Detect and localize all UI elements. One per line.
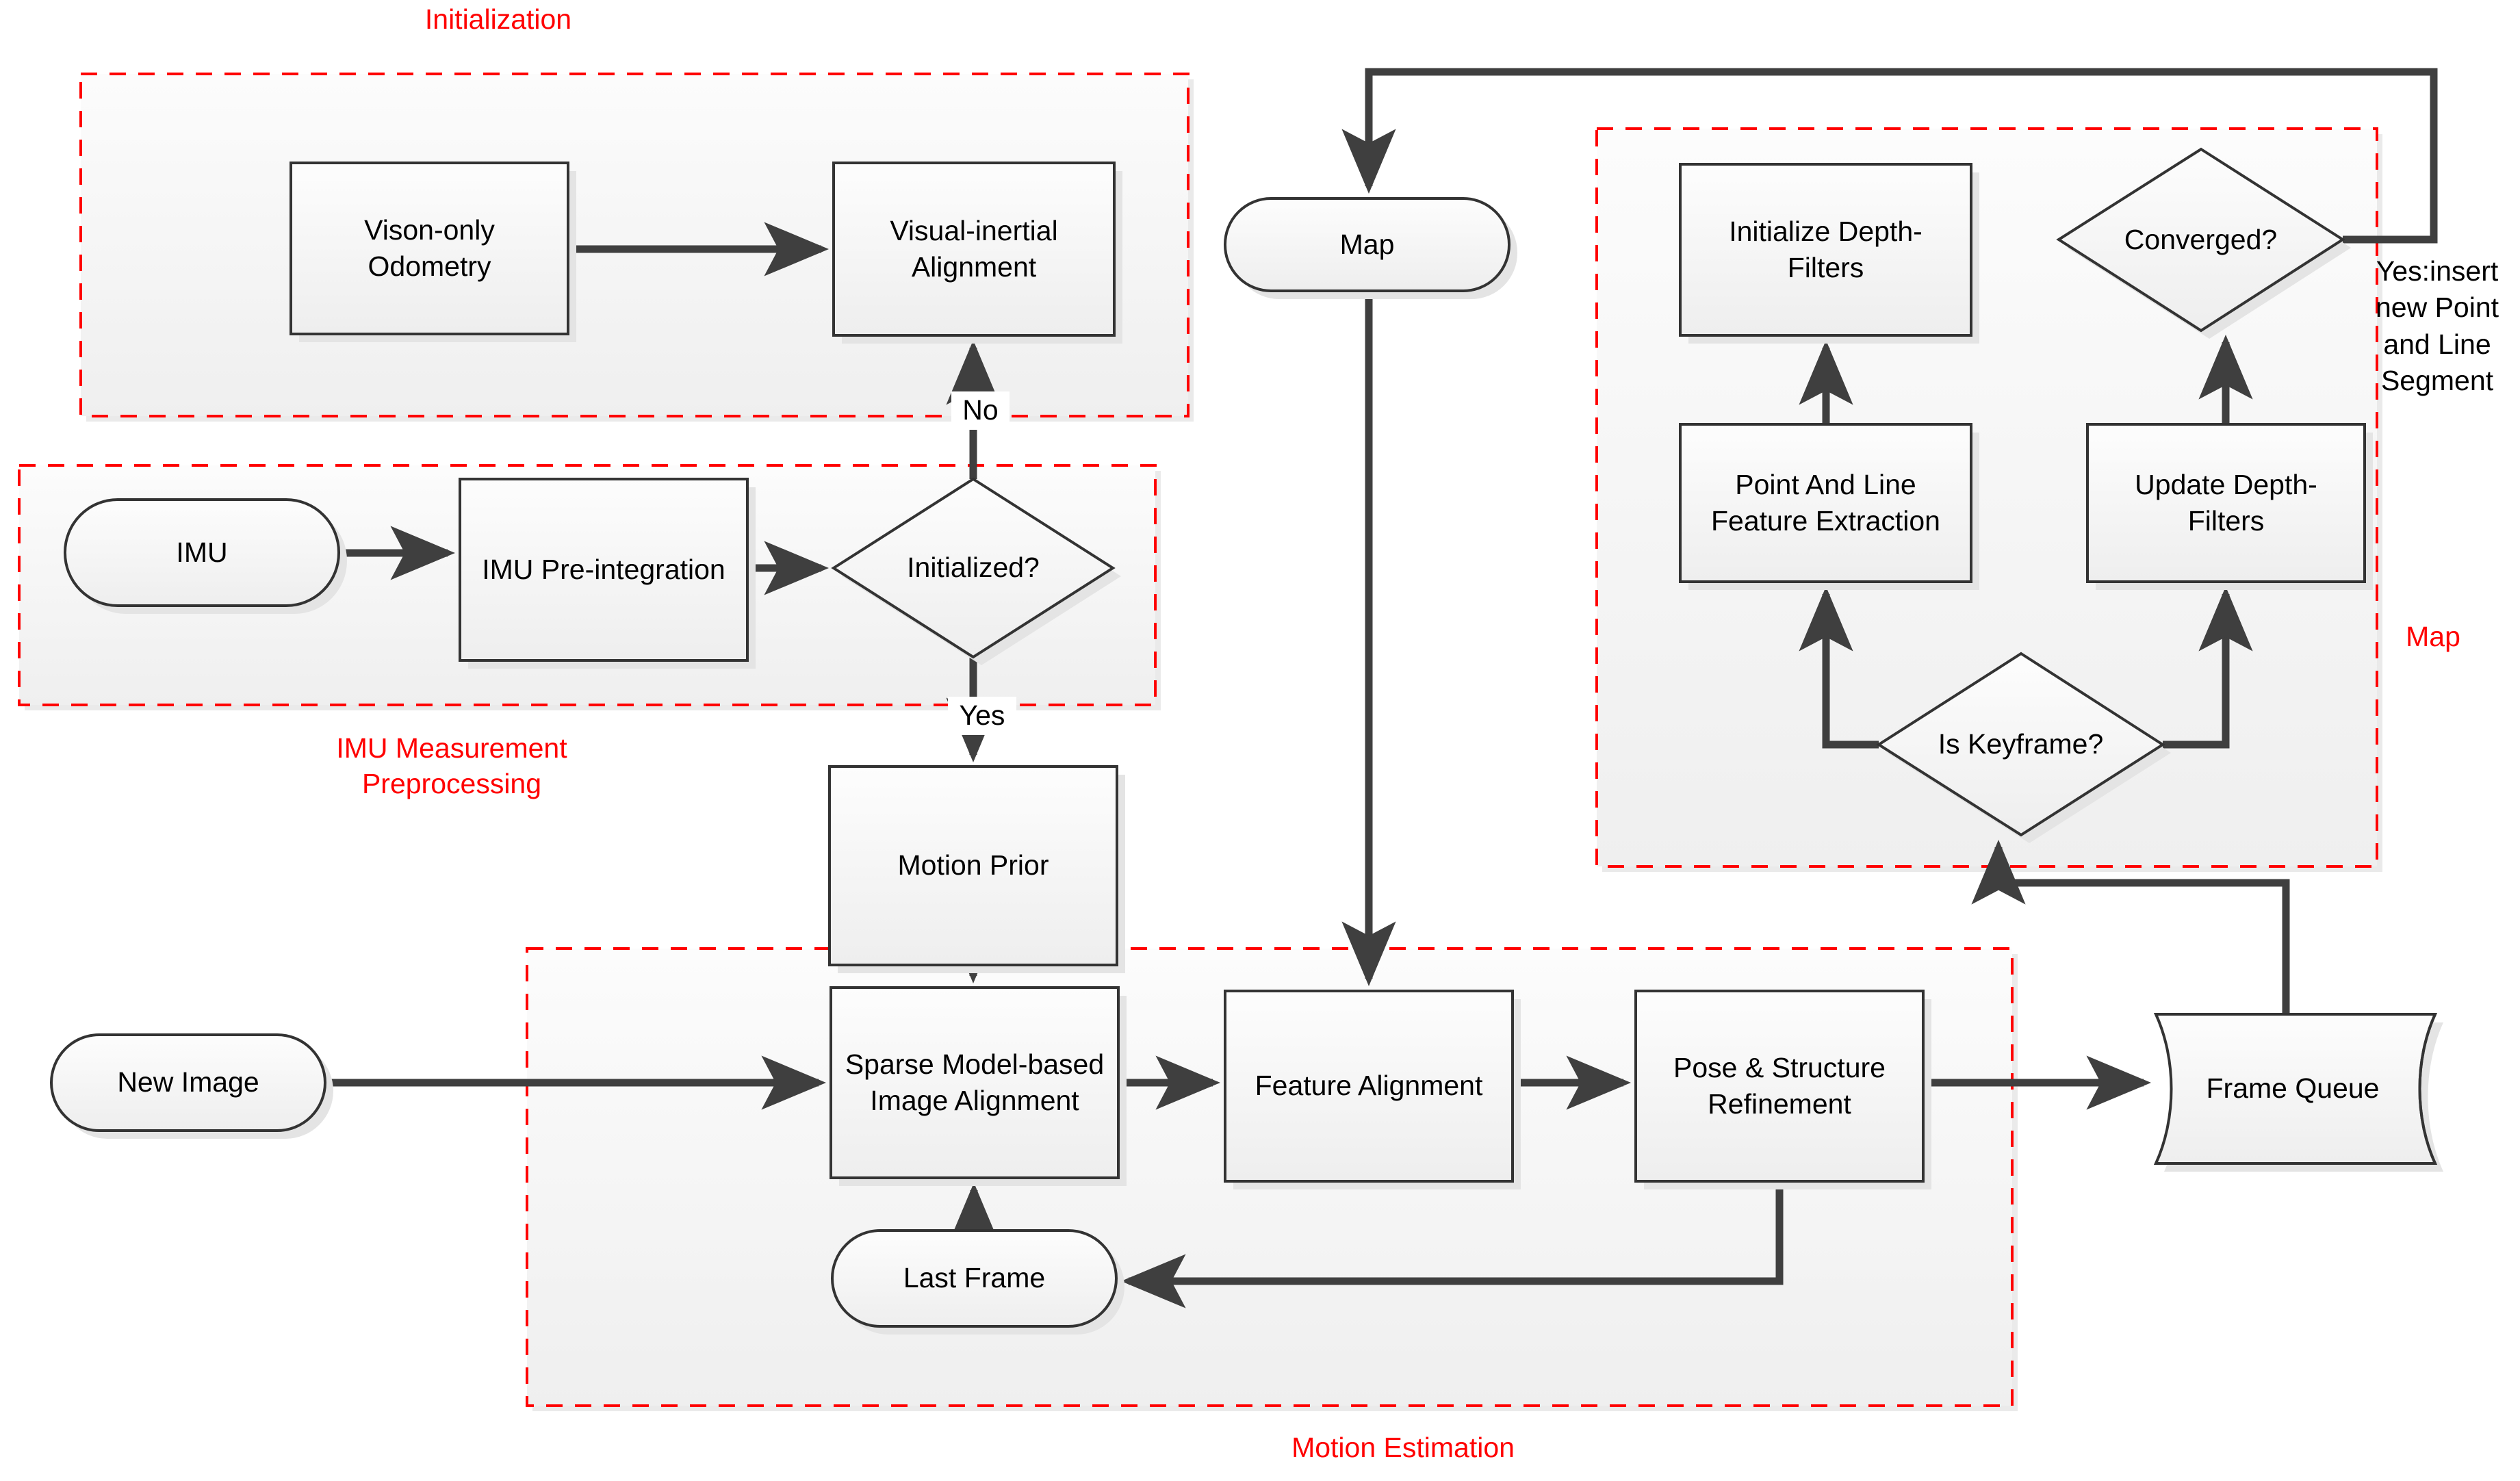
node-pose-structure-refinement[interactable]: [1634, 990, 1931, 1189]
node-is-keyframe-decision[interactable]: [1876, 652, 2171, 843]
edge-label-yes-insert-new-point-and-line-segment: Yes:insert new Point and Line Segment: [2375, 255, 2499, 396]
node-sparse-model-based-image-alignment[interactable]: [830, 986, 1127, 1186]
node-feature-alignment[interactable]: [1224, 990, 1521, 1189]
edge-is-keyframe-to-point-line: [1799, 586, 1879, 749]
group-label-motion-estimation: Motion Estimation: [1291, 1432, 1515, 1463]
edge-pose-to-last-frame: [1120, 1181, 1784, 1309]
node-initialized-decision[interactable]: [831, 477, 1121, 665]
edge-is-keyframe-to-update-depth: [2163, 586, 2253, 749]
node-update-depth-filters[interactable]: [2086, 423, 2373, 590]
edge-label-yes: Yes: [948, 697, 1016, 735]
group-label-initialization: Initialization: [424, 3, 572, 35]
node-frame-queue[interactable]: [2153, 1013, 2443, 1172]
group-label-imu-measurement-preprocessing: IMU Measurement Preprocessing: [336, 732, 567, 799]
edge-label-no: No: [951, 391, 1010, 430]
group-label-map: Map: [2406, 621, 2460, 652]
node-visual-inertial-alignment[interactable]: [832, 162, 1122, 344]
node-map-store[interactable]: [1224, 197, 1517, 299]
node-point-and-line-feature-extraction[interactable]: [1679, 423, 1979, 590]
node-new-image[interactable]: [50, 1033, 333, 1139]
node-converged-decision[interactable]: [2056, 147, 2351, 339]
edge-converged-yes-to-map: [1341, 68, 2438, 244]
edge-frame-queue-to-is-keyframe: [1971, 839, 2290, 1014]
edges-layer: [325, 68, 2438, 1309]
node-initialize-depth-filters[interactable]: [1679, 163, 1979, 344]
node-imu-pre-integration[interactable]: [459, 478, 756, 669]
node-motion-prior[interactable]: [828, 765, 1125, 973]
node-imu[interactable]: [64, 498, 347, 614]
node-last-frame[interactable]: [831, 1229, 1124, 1335]
node-vision-only-odometry[interactable]: [290, 162, 576, 342]
